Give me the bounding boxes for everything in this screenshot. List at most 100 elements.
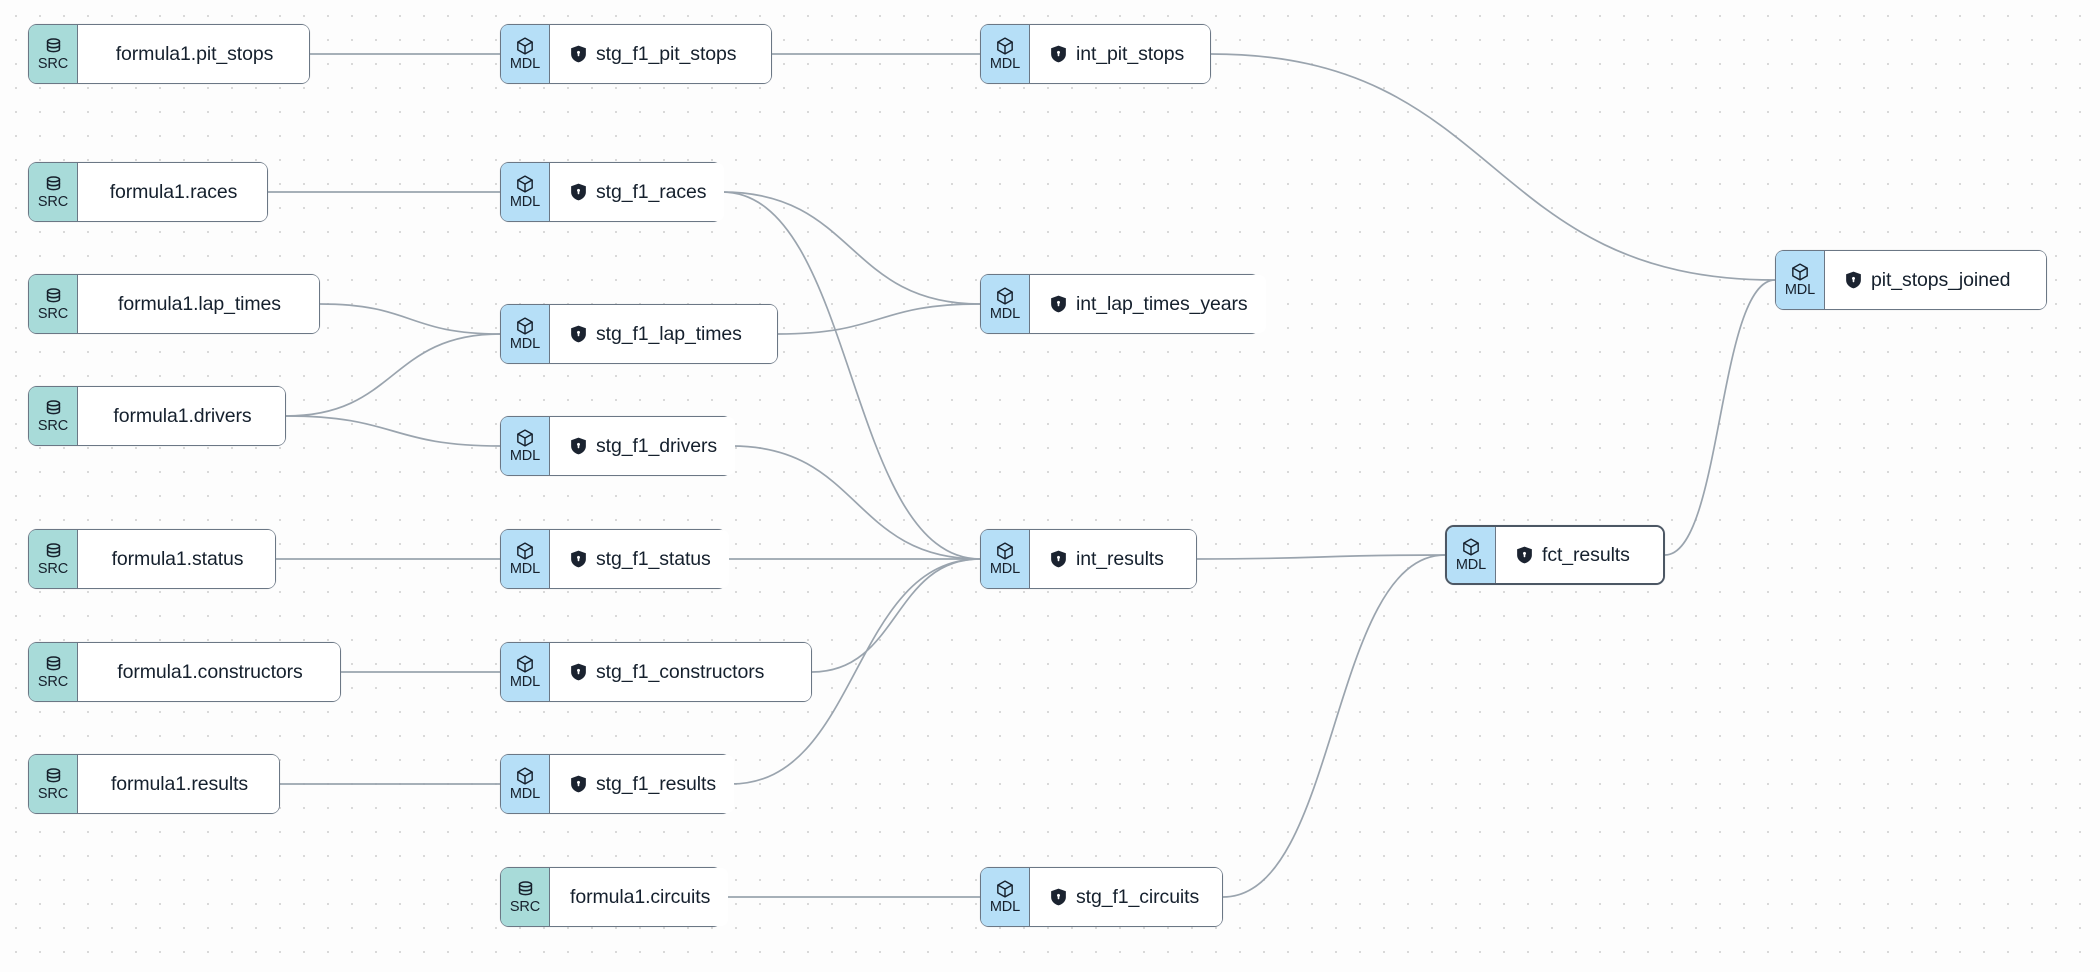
node-type-label: MDL — [989, 56, 1021, 72]
lineage-node-src_drivers[interactable]: SRC formula1.drivers — [28, 386, 286, 446]
node-type-label: SRC — [37, 417, 69, 434]
node-body: formula1.races — [78, 163, 267, 221]
lineage-node-stg_constructors[interactable]: MDL stg_f1_constructors — [500, 642, 812, 702]
node-label: stg_f1_status — [596, 547, 711, 570]
node-type-label: SRC — [509, 898, 541, 915]
node-body: formula1.drivers — [78, 387, 285, 445]
database-icon — [46, 542, 60, 557]
lineage-node-int_pit_stops[interactable]: MDL int_pit_stops — [980, 24, 1211, 84]
database-icon — [46, 767, 60, 782]
node-label: stg_f1_races — [596, 180, 707, 203]
node-label: formula1.status — [111, 547, 244, 570]
database-icon — [46, 37, 60, 52]
node-label: fct_results — [1542, 543, 1630, 566]
node-body: stg_f1_circuits — [1030, 868, 1222, 926]
lineage-node-stg_results[interactable]: MDL stg_f1_results — [500, 754, 734, 814]
database-icon — [46, 655, 60, 670]
node-label: formula1.circuits — [570, 885, 711, 908]
cube-icon — [1792, 263, 1808, 281]
node-label: stg_f1_constructors — [596, 660, 765, 683]
node-body: formula1.results — [78, 755, 279, 813]
node-body: stg_f1_races — [550, 163, 725, 221]
node-body: pit_stops_joined — [1825, 251, 2046, 309]
node-type-badge-mdl: MDL — [501, 643, 550, 701]
lineage-node-stg_lap_times[interactable]: MDL stg_f1_lap_times — [500, 304, 778, 364]
node-type-badge-mdl: MDL — [501, 25, 550, 83]
node-type-badge-mdl: MDL — [981, 530, 1030, 588]
node-type-label: MDL — [509, 561, 541, 577]
lineage-node-stg_status[interactable]: MDL stg_f1_status — [500, 529, 729, 589]
shield-icon — [1846, 271, 1861, 289]
lineage-edge-stg_drivers-to-int_results — [731, 445, 981, 560]
shield-icon — [1051, 295, 1066, 313]
node-label: formula1.pit_stops — [115, 42, 274, 65]
node-label: int_results — [1076, 547, 1164, 570]
lineage-node-src_circuits[interactable]: SRC formula1.circuits — [500, 867, 729, 927]
node-label: int_lap_times_years — [1076, 292, 1248, 315]
node-type-badge-src: SRC — [29, 755, 78, 813]
cube-icon — [517, 175, 533, 193]
node-body: stg_f1_results — [550, 755, 734, 813]
node-type-label: SRC — [37, 560, 69, 577]
node-body: stg_f1_lap_times — [550, 305, 777, 363]
node-type-badge-mdl: MDL — [981, 25, 1030, 83]
lineage-node-src_constructors[interactable]: SRC formula1.constructors — [28, 642, 341, 702]
cube-icon — [517, 767, 533, 785]
node-label: formula1.races — [109, 180, 238, 203]
node-body: int_lap_times_years — [1030, 275, 1266, 333]
lineage-node-stg_circuits[interactable]: MDL stg_f1_circuits — [980, 867, 1223, 927]
node-type-badge-mdl: MDL — [981, 868, 1030, 926]
node-body: formula1.lap_times — [78, 275, 319, 333]
node-type-badge-src: SRC — [29, 25, 78, 83]
shield-icon — [571, 550, 586, 568]
node-type-label: SRC — [37, 673, 69, 690]
cube-icon — [1463, 538, 1479, 556]
node-label: formula1.drivers — [113, 404, 252, 427]
node-type-label: MDL — [989, 899, 1021, 915]
node-label: formula1.results — [110, 772, 249, 795]
node-label: stg_f1_circuits — [1076, 885, 1200, 908]
node-label: formula1.lap_times — [118, 292, 281, 315]
shield-icon — [1051, 45, 1066, 63]
lineage-node-src_races[interactable]: SRC formula1.races — [28, 162, 268, 222]
lineage-node-pit_stops_joined[interactable]: MDL pit_stops_joined — [1775, 250, 2047, 310]
node-label: stg_f1_lap_times — [596, 322, 742, 345]
node-type-label: MDL — [1784, 282, 1816, 298]
node-body: int_results — [1030, 530, 1196, 588]
node-type-badge-mdl: MDL — [501, 755, 550, 813]
cube-icon — [517, 317, 533, 335]
lineage-node-src_results[interactable]: SRC formula1.results — [28, 754, 280, 814]
node-type-label: SRC — [37, 55, 69, 72]
lineage-node-src_lap_times[interactable]: SRC formula1.lap_times — [28, 274, 320, 334]
node-type-label: MDL — [509, 786, 541, 802]
database-icon — [518, 880, 532, 895]
node-body: formula1.pit_stops — [78, 25, 309, 83]
cube-icon — [997, 37, 1013, 55]
node-type-badge-src: SRC — [501, 868, 550, 926]
node-body: formula1.constructors — [78, 643, 340, 701]
lineage-node-int_lap_times_years[interactable]: MDL int_lap_times_years — [980, 274, 1266, 334]
node-type-badge-src: SRC — [29, 275, 78, 333]
node-type-label: MDL — [509, 336, 541, 352]
node-type-badge-src: SRC — [29, 530, 78, 588]
node-type-label: MDL — [989, 306, 1021, 322]
lineage-node-src_pit_stops[interactable]: SRC formula1.pit_stops — [28, 24, 310, 84]
node-label: int_pit_stops — [1076, 42, 1185, 65]
cube-icon — [997, 287, 1013, 305]
node-type-badge-src: SRC — [29, 643, 78, 701]
lineage-node-stg_races[interactable]: MDL stg_f1_races — [500, 162, 725, 222]
lineage-node-int_results[interactable]: MDL int_results — [980, 529, 1197, 589]
database-icon — [46, 175, 60, 190]
lineage-node-src_status[interactable]: SRC formula1.status — [28, 529, 276, 589]
node-type-badge-mdl: MDL — [501, 530, 550, 588]
lineage-edge-stg_constructors-to-int_results — [811, 558, 981, 673]
node-type-badge-src: SRC — [29, 387, 78, 445]
node-label: formula1.constructors — [117, 660, 303, 683]
node-type-label: SRC — [37, 193, 69, 210]
node-type-label: MDL — [509, 194, 541, 210]
